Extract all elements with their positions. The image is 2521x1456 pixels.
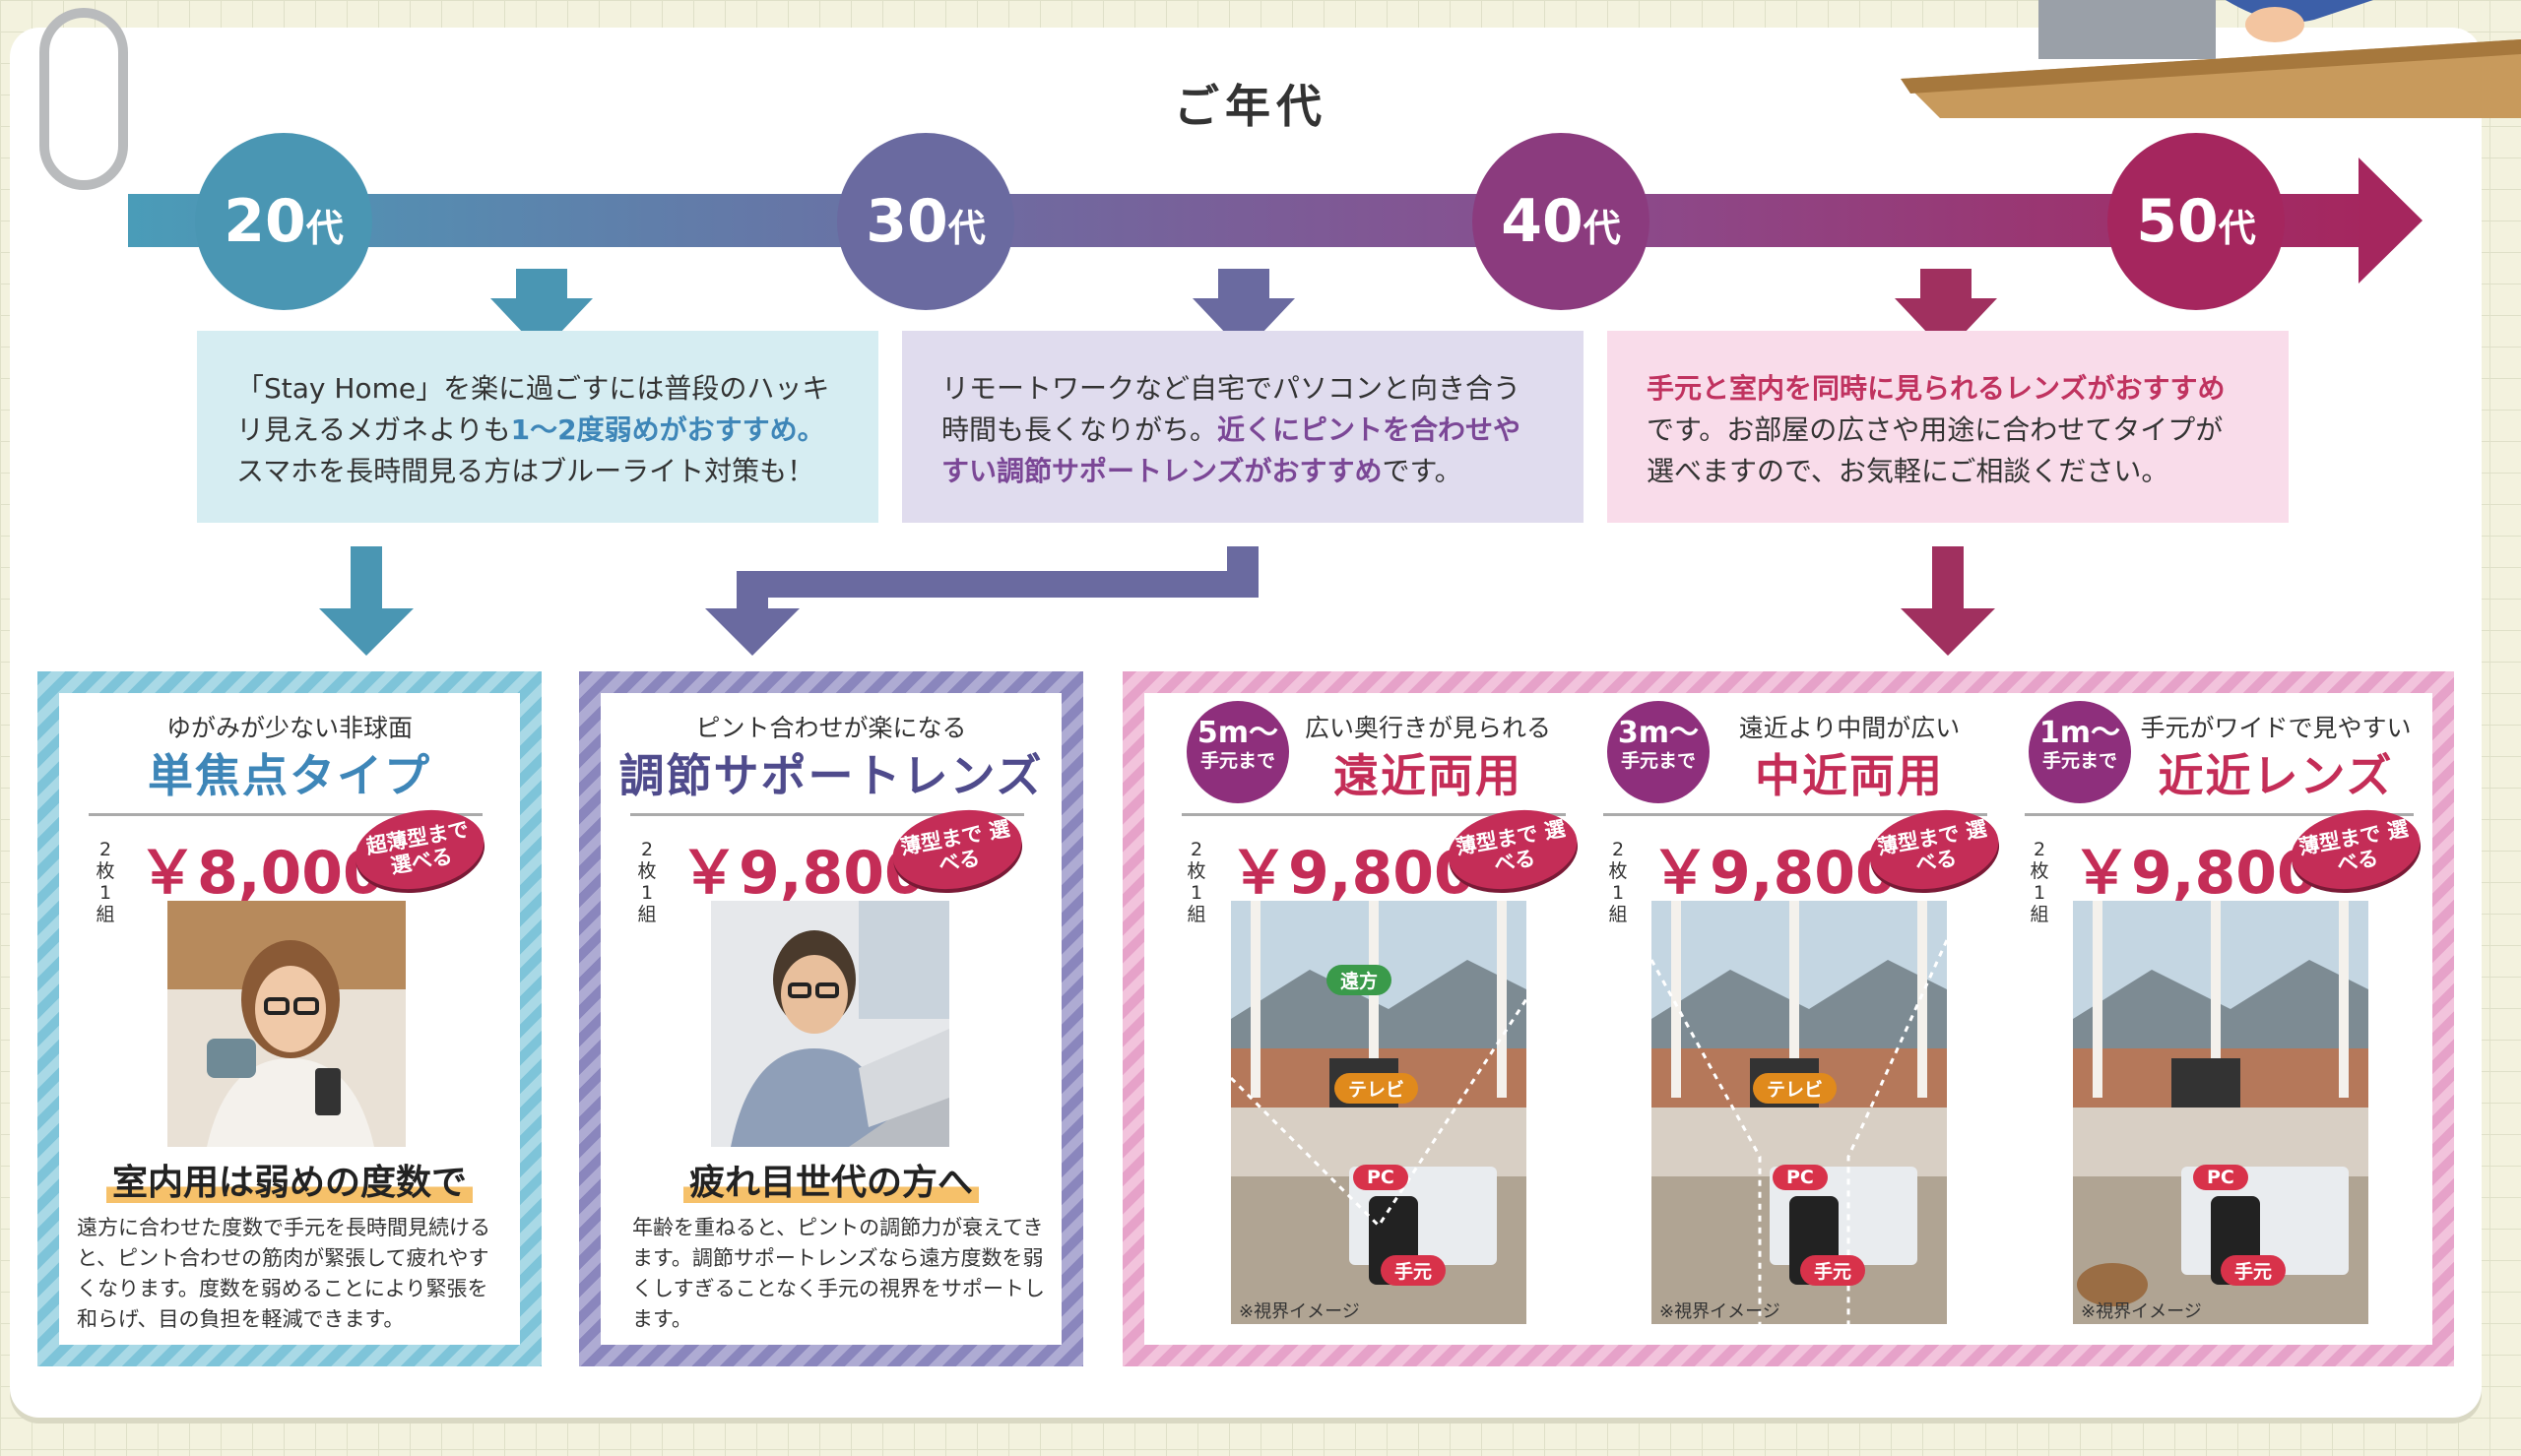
arrow-stem bbox=[351, 546, 382, 610]
desc-highlight: 手元と室内を同時に見られるレンズがおすすめ bbox=[1647, 372, 2226, 405]
zone-tag-pc: PC bbox=[1773, 1165, 1828, 1190]
card-subtitle: ピント合わせが楽になる bbox=[695, 714, 967, 742]
zone-tag-pc: PC bbox=[1353, 1165, 1408, 1190]
room-view-photo bbox=[1651, 901, 1947, 1324]
price-unit: 2枚 1組 bbox=[1608, 839, 1628, 925]
room-view-photo bbox=[2073, 901, 2368, 1324]
image-note: ※視界イメージ bbox=[1239, 1301, 1360, 1322]
divider bbox=[630, 813, 1024, 816]
age-timeline-bar bbox=[128, 194, 2373, 247]
arrow-stem bbox=[1218, 269, 1269, 298]
description-40s: 手元と室内を同時に見られるレンズがおすすめです。お部屋の広さや用途に合わせてタイ… bbox=[1607, 331, 2289, 523]
price-unit: 2枚 1組 bbox=[2030, 839, 2049, 925]
zone-tag-pc: PC bbox=[2193, 1165, 2248, 1190]
room-view-photo bbox=[1231, 901, 1526, 1324]
image-note: ※視界イメージ bbox=[1659, 1301, 1780, 1322]
woman-with-mug-photo bbox=[167, 901, 406, 1147]
down-arrow-icon bbox=[319, 608, 414, 656]
laptop-desk-illustration bbox=[1901, 0, 2521, 118]
price-unit: 2枚 1組 bbox=[637, 839, 657, 925]
zone-tag-tv: テレビ bbox=[1753, 1073, 1838, 1104]
divider bbox=[1182, 813, 1566, 816]
price: ￥9,800 bbox=[1229, 839, 1475, 908]
zone-tag-near: 手元 bbox=[2221, 1255, 2287, 1286]
arrow-stem bbox=[737, 571, 768, 610]
desc-text: です。お部屋の広さや用途に合わせてタイプが選べますので、お気軽にご相談ください。 bbox=[1647, 413, 2224, 487]
distance-badge: 3m～手元まで bbox=[1607, 701, 1710, 803]
desc-text: 「Stay Home」を楽に過ごすには普段のハッキリ見えるメガネよりも bbox=[236, 372, 830, 446]
arrow-stem bbox=[737, 571, 1259, 598]
down-arrow-icon bbox=[1901, 608, 1995, 656]
card-body-text: 遠方に合わせた度数で手元を長時間見続けると、ピント合わせの筋肉が緊張して疲れやす… bbox=[77, 1216, 490, 1331]
timeline-arrow-icon bbox=[2359, 158, 2423, 284]
paperclip-icon bbox=[39, 8, 128, 190]
desc-text: スマホを長時間見る方はブルーライト対策も！ bbox=[236, 455, 815, 487]
desc-highlight: 1～2度弱めがおすすめ。 bbox=[510, 413, 825, 446]
price: ￥9,800 bbox=[679, 839, 926, 908]
zone-tag-near: 手元 bbox=[1381, 1255, 1447, 1286]
description-30s: リモートワークなど自宅でパソコンと向き合う時間も長くなりがち。近くにピントを合わ… bbox=[902, 331, 1584, 523]
arrow-stem bbox=[516, 269, 567, 298]
zone-tag-far: 遠方 bbox=[1326, 965, 1392, 995]
card-product-name: 調節サポートレンズ bbox=[618, 749, 1044, 802]
card-product-name: 近近レンズ bbox=[2158, 749, 2394, 802]
arrow-stem bbox=[1920, 269, 1972, 298]
card-tagline: 室内用は弱めの度数で bbox=[59, 1154, 520, 1205]
arrow-stem bbox=[1932, 546, 1964, 610]
distance-badge: 1m～手元まで bbox=[2029, 701, 2131, 803]
card-subtitle: ゆがみが少ない非球面 bbox=[165, 714, 413, 742]
desc-highlight: 近くにピントを合わせやすい調節サポートレンズがおすすめ bbox=[941, 413, 1521, 487]
price-unit: 2枚 1組 bbox=[96, 839, 115, 925]
age-circle-50: 50代 bbox=[2107, 133, 2285, 310]
age-circle-20: 20代 bbox=[195, 133, 372, 310]
zone-tag-near: 手元 bbox=[1800, 1255, 1866, 1286]
card-tagline: 疲れ目世代の方へ bbox=[601, 1154, 1062, 1205]
card-subtitle: 遠近より中間が広い bbox=[1738, 714, 1961, 742]
price-unit: 2枚 1組 bbox=[1187, 839, 1206, 925]
card-subtitle: 広い奥行きが見られる bbox=[1304, 714, 1551, 742]
card-product-name: 中近両用 bbox=[1755, 749, 1944, 802]
card-product-name: 単焦点タイプ bbox=[148, 749, 431, 802]
price: ￥8,000 bbox=[138, 839, 384, 908]
card-subtitle: 手元がワイドで見やすい bbox=[2140, 714, 2412, 742]
card-product-name: 遠近両用 bbox=[1333, 749, 1522, 802]
divider bbox=[89, 813, 483, 816]
distance-badge: 5m～手元まで bbox=[1187, 701, 1289, 803]
desc-text: リモートワークなど自宅でパソコンと向き合う時間も長くなりがち。 bbox=[941, 372, 1521, 446]
divider bbox=[1603, 813, 1987, 816]
price: ￥9,800 bbox=[2072, 839, 2318, 908]
description-20s: 「Stay Home」を楽に過ごすには普段のハッキリ見えるメガネよりも1～2度弱… bbox=[197, 331, 878, 523]
man-with-laptop-photo bbox=[711, 901, 949, 1147]
price: ￥9,800 bbox=[1650, 839, 1897, 908]
age-circle-40: 40代 bbox=[1472, 133, 1649, 310]
zone-tag-tv: テレビ bbox=[1334, 1073, 1419, 1104]
age-circle-30: 30代 bbox=[837, 133, 1014, 310]
section-title: ご年代 bbox=[1174, 80, 1327, 133]
image-note: ※視界イメージ bbox=[2081, 1301, 2202, 1322]
down-arrow-icon bbox=[705, 608, 800, 656]
desc-text: です。 bbox=[1382, 455, 1462, 487]
card-body-text: 年齢を重ねると、ピントの調節力が衰えてきます。調節サポートレンズなら遠方度数を弱… bbox=[632, 1216, 1045, 1331]
divider bbox=[2025, 813, 2414, 816]
